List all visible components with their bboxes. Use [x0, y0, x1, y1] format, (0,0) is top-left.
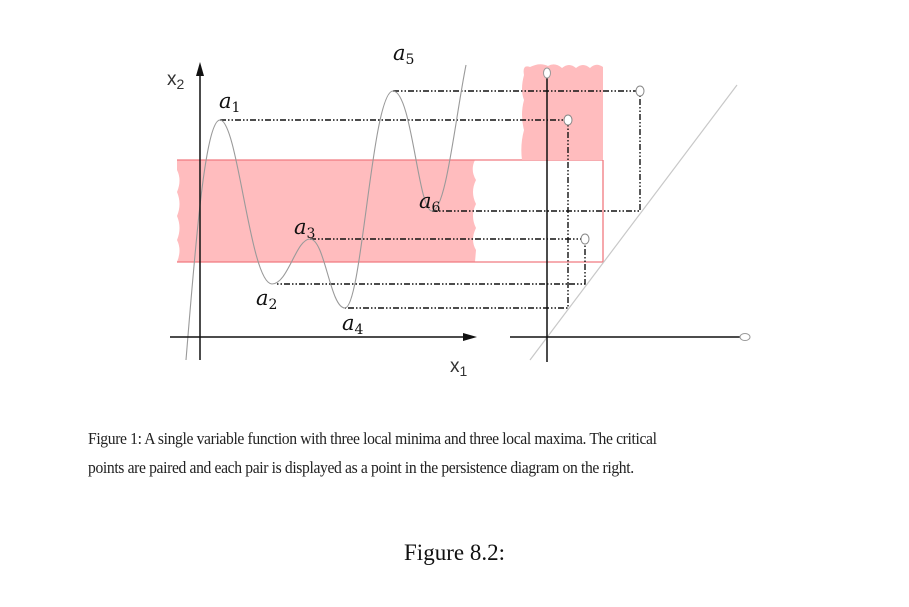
persistence-point [635, 85, 645, 97]
diagram-region [521, 64, 603, 160]
diagonal [529, 84, 738, 361]
y-arrow-icon [543, 67, 551, 79]
x1-arrow-icon [463, 333, 477, 341]
function-curve [185, 64, 467, 361]
label-a3: a3 [294, 215, 315, 242]
figure-number: Figure 8.2: [404, 540, 505, 565]
x1-label: x1 [450, 356, 468, 379]
label-a1: a1 [219, 89, 240, 116]
pairing-lines [220, 90, 641, 309]
persistence-point [580, 233, 590, 245]
x-arrow-icon [739, 333, 751, 341]
label-a2: a2 [256, 286, 277, 313]
x2-arrow-icon [196, 62, 204, 76]
label-a5: a5 [393, 41, 414, 68]
label-a6: a6 [419, 189, 441, 216]
figure-caption: Figure 1: A single variable function wit… [88, 429, 657, 477]
label-a4: a4 [342, 311, 364, 338]
persistence-point [563, 114, 573, 126]
x2-label: x2 [167, 69, 185, 92]
